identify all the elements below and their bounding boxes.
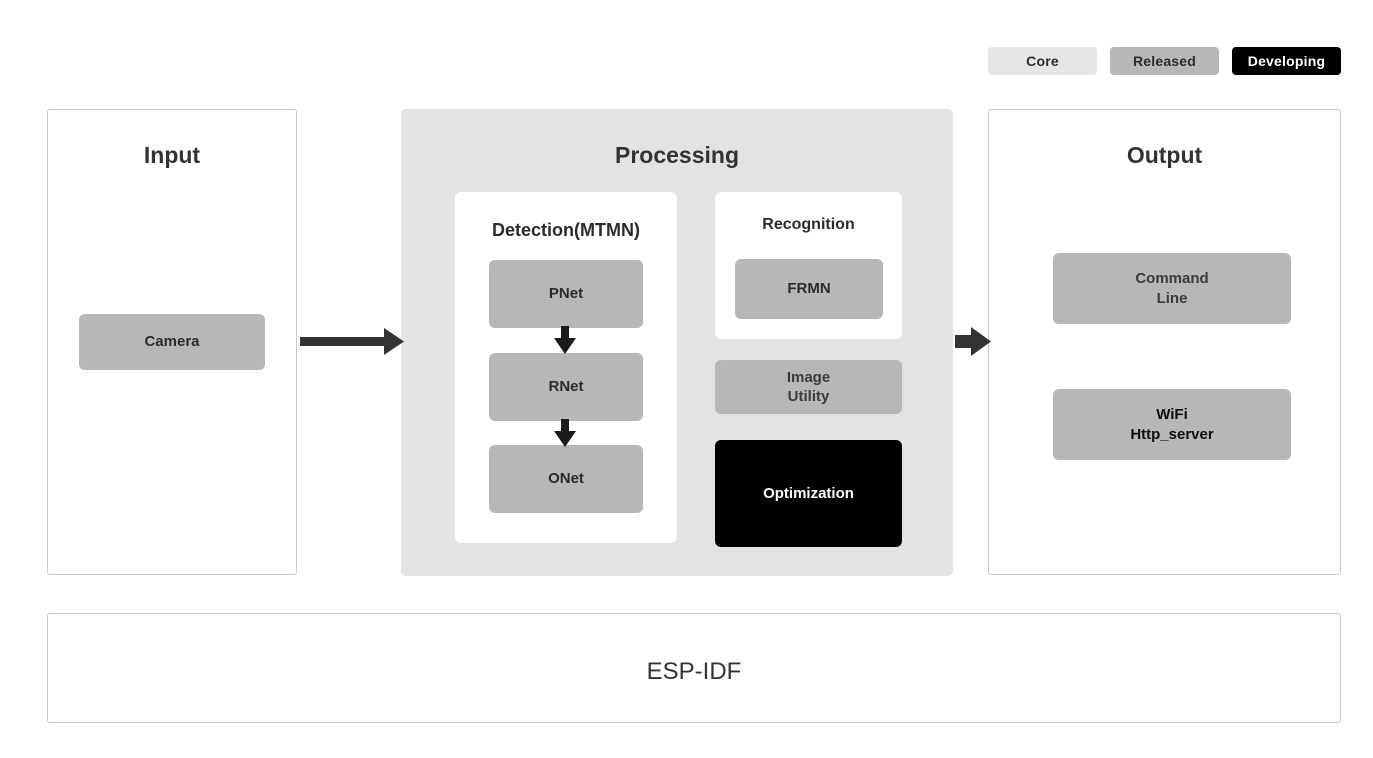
legend-chip-released: Released	[1110, 47, 1219, 75]
arrow-input-to-processing	[300, 328, 404, 355]
legend-chip-core-label: Core	[1026, 53, 1059, 69]
panel-output	[988, 109, 1341, 575]
card-detection-title: Detection(MTMN)	[492, 220, 640, 240]
node-rnet: RNet	[489, 353, 643, 421]
node-pnet: PNet	[489, 260, 643, 328]
legend-chip-developing-label: Developing	[1247, 53, 1326, 69]
node-optimization: Optimization	[715, 440, 902, 547]
node-onet: ONet	[489, 445, 643, 513]
legend-chip-developing: Developing	[1232, 47, 1341, 75]
arrow-rnet-to-onet	[554, 419, 576, 447]
legend: Core Released Developing	[988, 47, 1341, 75]
node-camera: Camera	[79, 314, 265, 370]
panel-esp-idf: ESP-IDF	[47, 613, 1341, 723]
legend-chip-released-label: Released	[1132, 53, 1197, 69]
node-wifi-http-server: WiFi Http_server	[1053, 389, 1291, 460]
legend-chip-core: Core	[988, 47, 1097, 75]
node-image-utility: Image Utility	[715, 360, 902, 414]
node-command-line: Command Line	[1053, 253, 1291, 324]
node-frmn: FRMN	[735, 259, 883, 319]
panel-esp-idf-title: ESP-IDF	[646, 658, 742, 685]
arrow-processing-to-output	[955, 327, 991, 356]
panel-output-title: Output	[1126, 142, 1203, 168]
panel-processing-title: Processing	[615, 142, 739, 168]
card-recognition-title: Recognition	[762, 216, 855, 233]
arrow-pnet-to-rnet	[554, 326, 576, 354]
panel-input-title: Input	[143, 142, 201, 168]
